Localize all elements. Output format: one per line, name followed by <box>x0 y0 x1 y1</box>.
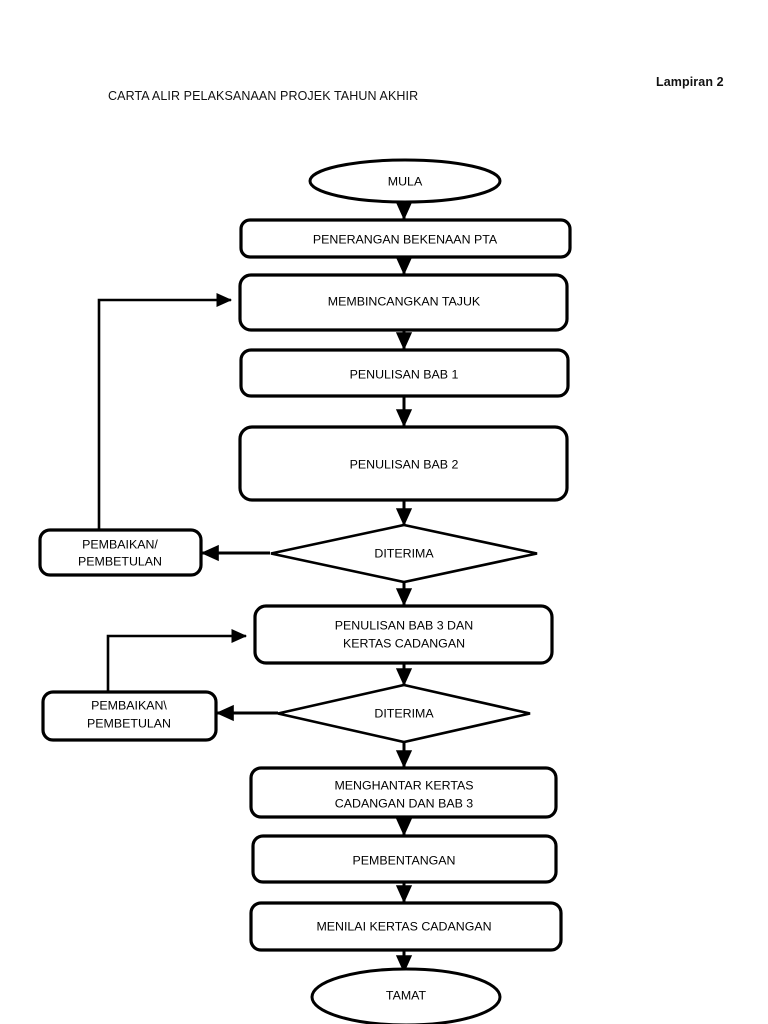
process-shape-pembentangan <box>251 834 558 884</box>
node-diterima1[interactable]: DITERIMA <box>270 523 538 584</box>
node-label-pembaikan2-line2: PEMBETULAN <box>87 716 171 730</box>
terminator-shape-end <box>310 967 502 1024</box>
node-end[interactable]: TAMAT <box>310 967 502 1024</box>
node-menilai[interactable]: MENILAI KERTAS CADANGAN <box>249 901 563 952</box>
process-shape-bab1 <box>239 348 570 398</box>
process-shape-pembaikan2 <box>41 690 218 742</box>
node-label-pembaikan1-line2: PEMBETULAN <box>78 554 162 568</box>
node-bab1[interactable]: PENULISAN BAB 1 <box>239 348 570 398</box>
feedback-loop-pembaikan1-to-membincang <box>97 292 233 530</box>
appendix-label: Lampiran 2 <box>656 75 724 89</box>
node-label-menghantar-line2: CADANGAN DAN BAB 3 <box>335 796 474 810</box>
node-label-pembaikan2-line1: PEMBAIKAN\ <box>91 698 167 712</box>
node-pembaikan1[interactable]: PEMBAIKAN/ PEMBETULAN <box>38 528 203 577</box>
node-label-diterima1: DITERIMA <box>374 546 434 560</box>
node-bab3[interactable]: PENULISAN BAB 3 DAN KERTAS CADANGAN <box>253 604 554 665</box>
node-label-start: MULA <box>388 174 423 188</box>
feedback-loop-pembaikan2-to-bab3 <box>106 628 248 692</box>
node-label-bab2: PENULISAN BAB 2 <box>350 457 459 471</box>
node-label-diterima2: DITERIMA <box>374 706 434 720</box>
node-label-menilai: MENILAI KERTAS CADANGAN <box>316 919 491 933</box>
node-label-penerangan: PENERANGAN BEKENAAN PTA <box>313 232 498 246</box>
process-shape-bab3 <box>253 604 554 665</box>
node-start[interactable]: MULA <box>308 158 502 204</box>
node-label-pembaikan1-line1: PEMBAIKAN/ <box>82 537 158 551</box>
node-label-membincang: MEMBINCANGKAN TAJUK <box>328 294 481 308</box>
process-shape-menilai <box>249 901 563 952</box>
process-shape-penerangan <box>239 218 572 259</box>
page-title: CARTA ALIR PELAKSANAAN PROJEK TAHUN AKHI… <box>108 89 419 103</box>
node-label-bab1: PENULISAN BAB 1 <box>350 367 459 381</box>
node-membincang[interactable]: MEMBINCANGKAN TAJUK <box>238 273 569 332</box>
node-label-end: TAMAT <box>386 988 427 1002</box>
node-label-bab3-line1: PENULISAN BAB 3 DAN <box>335 618 473 632</box>
node-pembaikan2[interactable]: PEMBAIKAN\ PEMBETULAN <box>41 690 218 742</box>
process-shape-pembaikan1 <box>38 528 203 577</box>
node-diterima2[interactable]: DITERIMA <box>277 683 531 744</box>
process-shape-menghantar <box>249 766 558 819</box>
node-label-menghantar-line1: MENGHANTAR KERTAS <box>334 778 473 792</box>
terminator-shape-start <box>308 158 502 204</box>
process-shape-bab2 <box>238 425 569 502</box>
node-label-bab3-line2: KERTAS CADANGAN <box>343 636 465 650</box>
node-penerangan[interactable]: PENERANGAN BEKENAAN PTA <box>239 218 572 259</box>
process-shape-membincang <box>238 273 569 332</box>
node-label-pembentangan: PEMBENTANGAN <box>352 853 455 867</box>
decision-shape-diterima2 <box>277 683 531 744</box>
node-bab2[interactable]: PENULISAN BAB 2 <box>238 425 569 502</box>
node-menghantar[interactable]: MENGHANTAR KERTAS CADANGAN DAN BAB 3 <box>249 766 558 819</box>
node-pembentangan[interactable]: PEMBENTANGAN <box>251 834 558 884</box>
decision-shape-diterima1 <box>270 523 538 584</box>
